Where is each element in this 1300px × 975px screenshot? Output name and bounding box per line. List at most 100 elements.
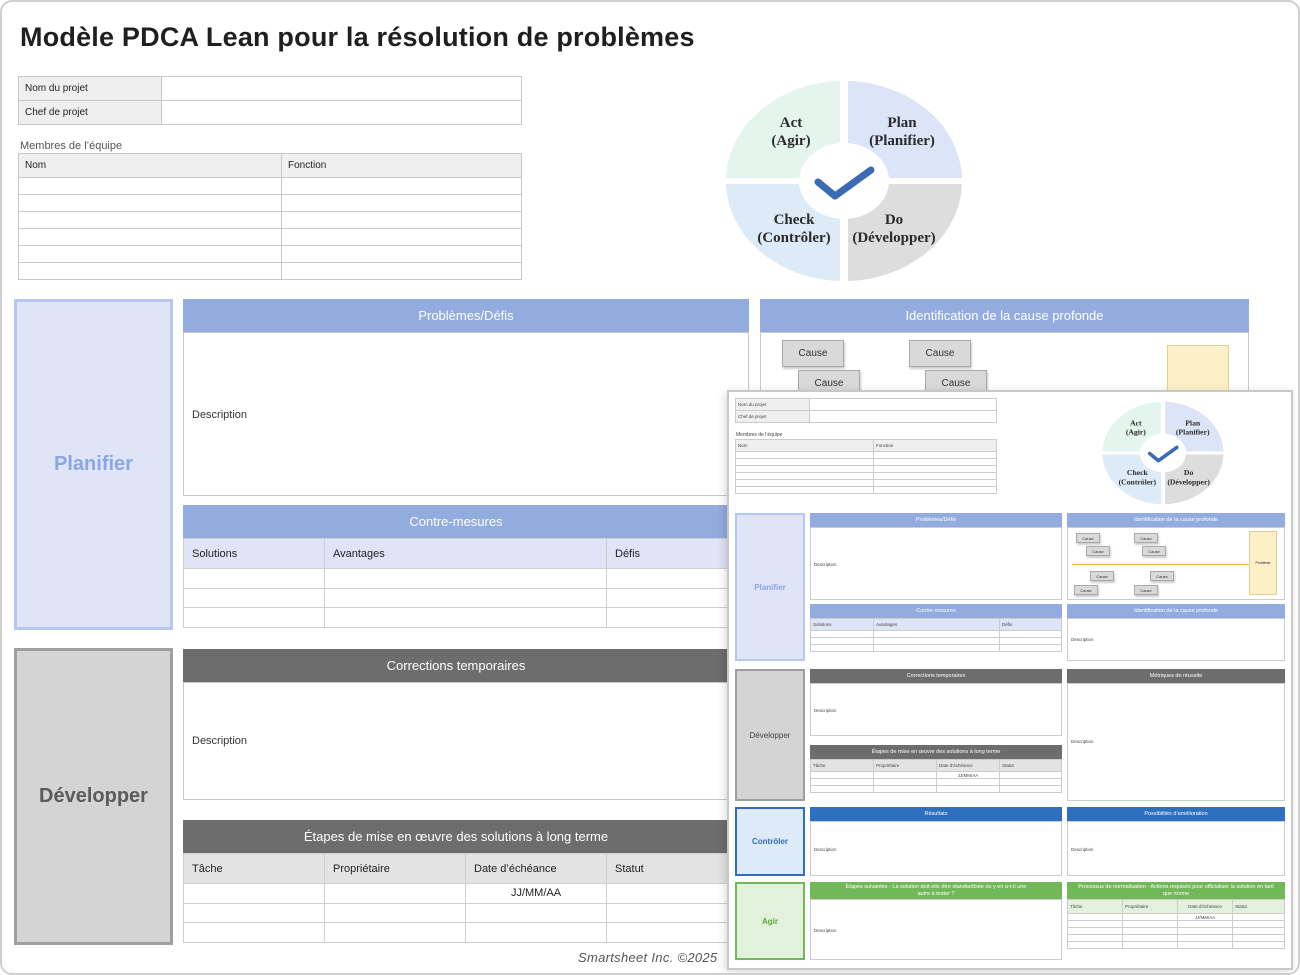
preview-next-steps-box: Description	[810, 899, 1062, 960]
project-name-field[interactable]	[161, 76, 522, 101]
team-col-name: Nom	[18, 153, 282, 178]
cell[interactable]	[606, 883, 729, 904]
preview-improvement-header: Possibilités d’amélioration	[1067, 807, 1285, 821]
preview-cell	[1067, 920, 1123, 928]
table-row	[183, 607, 729, 628]
team-role-cell[interactable]	[281, 177, 522, 195]
cell[interactable]	[606, 902, 729, 923]
preview-cell	[873, 644, 1000, 652]
table-row	[183, 587, 729, 608]
cell[interactable]	[465, 902, 607, 923]
cause-box[interactable]: Cause	[909, 340, 971, 367]
table-row: JJ/MM/AA	[183, 883, 729, 904]
preview-cause-label: Cause	[1092, 548, 1104, 554]
preview-problem-box: Problème	[1249, 531, 1277, 595]
preview-description-label: Description	[814, 708, 837, 713]
col-solutions: Solutions	[183, 538, 325, 569]
team-name-cell[interactable]	[18, 177, 282, 195]
cell[interactable]	[183, 587, 325, 608]
team-name-cell[interactable]	[18, 245, 282, 263]
cell[interactable]	[324, 587, 607, 608]
preview-date-cell: JJ/MM/AA	[1177, 913, 1233, 921]
preview-cell	[873, 630, 1000, 638]
cell[interactable]	[606, 587, 729, 608]
preview-cell	[873, 465, 997, 473]
preview-cell	[735, 479, 874, 487]
team-name-cell[interactable]	[18, 194, 282, 212]
preview-phase-do: Développer	[735, 669, 805, 801]
col-status: Statut	[606, 853, 729, 884]
preview-wheel-do-label: Do	[1184, 468, 1194, 477]
preview-cell	[999, 771, 1062, 779]
preview-results-box: Description	[810, 821, 1062, 876]
table-row	[18, 211, 522, 229]
team-name-cell[interactable]	[18, 211, 282, 229]
preview-col-challenges: Défis	[999, 618, 1062, 631]
temporary-fixes-box[interactable]: Description	[183, 682, 729, 800]
preview-problems-header: Problèmes/Défis	[810, 513, 1062, 527]
cell[interactable]	[465, 922, 607, 943]
team-role-cell[interactable]	[281, 228, 522, 246]
team-name-cell[interactable]	[18, 262, 282, 280]
preview-project-info: Nom du projet Chef de projet	[735, 398, 997, 423]
preview-cell	[999, 785, 1062, 793]
col-advantages: Avantages	[324, 538, 607, 569]
preview-cell	[999, 630, 1062, 638]
root-cause-header: Identification de la cause profonde	[760, 299, 1249, 332]
cell[interactable]	[183, 883, 325, 904]
problems-header: Problèmes/Défis	[183, 299, 749, 332]
team-role-cell[interactable]	[281, 262, 522, 280]
preview-phase-plan: Planifier	[735, 513, 805, 661]
preview-temporary-box: Description	[810, 683, 1062, 736]
cell[interactable]	[606, 607, 729, 628]
cell[interactable]	[606, 922, 729, 943]
preview-root-cause-header-2: Identification de la cause profonde	[1067, 604, 1285, 618]
team-role-cell[interactable]	[281, 245, 522, 263]
cause-label: Cause	[941, 378, 971, 389]
preview-cell	[873, 778, 937, 786]
preview-next-steps-header: Étapes suivantes - La solution doit-elle…	[810, 882, 1062, 899]
preview-cell	[1232, 920, 1285, 928]
preview-cell	[999, 778, 1062, 786]
problems-box[interactable]: Description	[183, 332, 749, 496]
wheel-plan-fr: (Planifier)	[869, 133, 935, 149]
team-role-cell[interactable]	[281, 194, 522, 212]
wheel-do-label: Do	[885, 212, 903, 228]
preview-description-label: Description	[1071, 637, 1094, 642]
project-lead-field[interactable]	[161, 100, 522, 125]
wheel-act-fr: (Agir)	[771, 133, 810, 149]
team-name-cell[interactable]	[18, 228, 282, 246]
preview-results-header: Résultats	[810, 807, 1062, 821]
preview-wheel-plan-fr: (Planifier)	[1176, 428, 1210, 437]
cell[interactable]	[183, 568, 325, 589]
preview-pdca-wheel: Act (Agir) Plan (Planifier) Check (Contr…	[1102, 401, 1224, 505]
cell[interactable]	[183, 922, 325, 943]
preview-col-owner: Propriétaire	[1122, 899, 1178, 914]
cell[interactable]	[324, 568, 607, 589]
team-role-cell[interactable]	[281, 211, 522, 229]
cause-box[interactable]: Cause	[782, 340, 844, 367]
preview-cell	[735, 486, 874, 494]
cell[interactable]	[183, 902, 325, 923]
preview-temporary-header: Corrections temporaires	[810, 669, 1062, 683]
cell[interactable]	[324, 902, 466, 923]
preview-col-task: Tâche	[810, 759, 874, 772]
preview-problems-box: Description	[810, 527, 1062, 600]
due-date-cell[interactable]: JJ/MM/AA	[465, 883, 607, 904]
cell[interactable]	[606, 568, 729, 589]
wheel-do-fr: (Développer)	[852, 230, 935, 246]
preview-col-owner: Propriétaire	[873, 759, 937, 772]
cell[interactable]	[324, 883, 466, 904]
cell[interactable]	[324, 922, 466, 943]
cell[interactable]	[324, 607, 607, 628]
preview-col-role: Fonction	[873, 439, 997, 452]
cell[interactable]	[183, 607, 325, 628]
preview-cell	[873, 451, 997, 459]
preview-root-cause-header: Identification de la cause profonde	[1067, 513, 1285, 527]
wheel-do-segment	[848, 184, 962, 281]
preview-cell	[1177, 941, 1233, 949]
preview-cell	[809, 410, 997, 423]
